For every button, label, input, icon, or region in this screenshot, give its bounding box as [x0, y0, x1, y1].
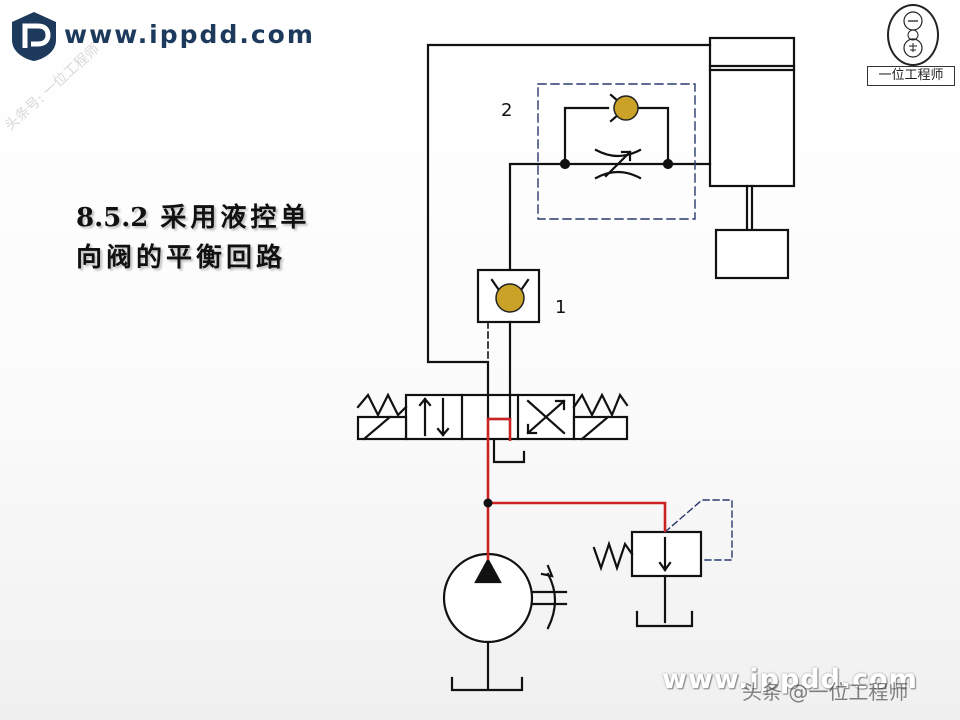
directional-control-valve — [356, 392, 629, 464]
pressure-junction — [483, 498, 493, 508]
check-ball-1 — [495, 283, 525, 313]
cylinder-line — [508, 162, 712, 272]
bottom-overlay-text: 头条 @一位工程师 — [742, 680, 909, 704]
section-number: 8.5.2 — [76, 203, 149, 233]
check-ball-2 — [613, 95, 639, 121]
bottom-watermark: www.ippdd.com — [662, 664, 918, 695]
label-valve-1: 1 — [555, 297, 567, 318]
seal-stamp: 一位工程师 — [867, 4, 959, 88]
relief-valve — [592, 499, 733, 628]
pressure-branch-line — [488, 501, 667, 532]
check-throttle-valve-2 — [563, 93, 670, 180]
pressure-line — [486, 417, 512, 560]
seal-label: 一位工程师 — [867, 66, 955, 86]
title-line-1-text: 采用液控单 — [160, 203, 311, 233]
label-valve-2: 2 — [501, 100, 513, 121]
brand-logo-icon — [12, 12, 56, 61]
title-line-1: 8.5.2 采用液控单 — [76, 198, 310, 238]
page-title: 8.5.2 采用液控单 向阀的平衡回路 — [76, 198, 310, 278]
title-line-2: 向阀的平衡回路 — [76, 243, 287, 273]
site-url: www.ippdd.com — [64, 20, 315, 49]
load-mass — [714, 228, 790, 280]
seal-circle-icon — [887, 4, 939, 66]
valve-2-envelope — [537, 83, 696, 220]
hydraulic-cylinder — [708, 36, 796, 230]
hydraulic-pump — [442, 552, 568, 692]
return-line — [426, 43, 712, 397]
